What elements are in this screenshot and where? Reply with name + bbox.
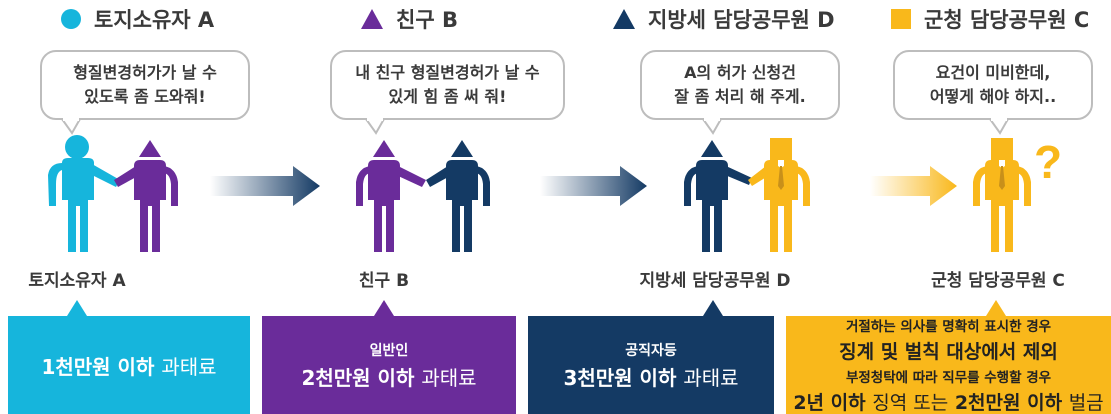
yellow-square-icon bbox=[891, 9, 911, 29]
pointer-d bbox=[703, 300, 723, 316]
bubble-c-line1: 요건이 미비한데, bbox=[935, 63, 1051, 82]
penalty-box-a: 1천만원 이하 과태료 bbox=[8, 316, 250, 414]
person-d-figure-2 bbox=[684, 140, 752, 252]
penalty-c-result1: 징계 및 벌칙 대상에서 제외 bbox=[839, 341, 1058, 363]
penalty-c-mid: 징역 또는 bbox=[872, 392, 949, 414]
person-b-figure bbox=[114, 140, 178, 252]
arrow-1 bbox=[210, 166, 320, 206]
legend-c-label: 군청 담당공무원 C bbox=[924, 8, 1090, 32]
person-c-figure bbox=[748, 138, 810, 252]
bubble-c-line2: 어떻게 해야 하지.. bbox=[929, 87, 1057, 106]
label-d: 지방세 담당공무원 D bbox=[639, 271, 791, 291]
penalty-box-b: 일반인 2천만원 이하 과태료 bbox=[262, 316, 516, 414]
penalty-d-amount: 3천만원 이하 bbox=[563, 365, 677, 390]
penalty-c-result2: 2년 이하 징역 또는 2천만원 이하 벌금 bbox=[793, 388, 1103, 414]
legend-d-label: 지방세 담당공무원 D bbox=[648, 8, 835, 32]
label-a: 토지소유자 A bbox=[28, 271, 126, 291]
penalty-c-type: 벌금 bbox=[1068, 392, 1104, 414]
penalty-d-who: 공직자등 bbox=[625, 342, 677, 359]
cyan-circle-icon bbox=[61, 9, 81, 29]
pointer-b bbox=[374, 300, 394, 316]
purple-triangle-icon bbox=[361, 9, 383, 29]
bubble-b-line1: 내 친구 형질변경허가 날 수 bbox=[355, 63, 540, 82]
bubble-d-line1: A의 허가 신청건 bbox=[684, 63, 796, 82]
penalty-c-amount1: 2년 이하 bbox=[793, 392, 866, 414]
penalty-a-text: 1천만원 이하 과태료 bbox=[41, 351, 216, 380]
bubble-b-line2: 있게 힘 좀 써 줘! bbox=[388, 87, 507, 106]
legend-d: 지방세 담당공무원 D bbox=[612, 6, 835, 32]
penalty-c-amount2: 2천만원 이하 bbox=[954, 392, 1063, 414]
pointer-c bbox=[986, 300, 1006, 316]
penalty-d-type: 과태료 bbox=[683, 365, 739, 390]
navy-triangle-icon bbox=[613, 9, 635, 29]
penalty-d-text: 3천만원 이하 과태료 bbox=[563, 362, 738, 391]
penalty-a-type: 과태료 bbox=[161, 354, 217, 379]
bubble-a-line1: 형질변경허가가 날 수 bbox=[73, 63, 217, 82]
person-c-figure-2 bbox=[973, 138, 1031, 252]
legend-a: 토지소유자 A bbox=[60, 6, 214, 32]
legend-b-label: 친구 B bbox=[396, 8, 458, 32]
penalty-box-c: 거절하는 의사를 명확히 표시한 경우 징계 및 벌칙 대상에서 제외 부정청탁… bbox=[786, 316, 1111, 414]
penalty-b-amount: 2천만원 이하 bbox=[301, 365, 415, 390]
penalty-b-text: 2천만원 이하 과태료 bbox=[301, 362, 476, 391]
label-c: 군청 담당공무원 C bbox=[931, 271, 1065, 291]
arrow-3 bbox=[870, 166, 957, 206]
arrow-2 bbox=[540, 166, 647, 206]
person-b-figure-2 bbox=[356, 140, 426, 252]
label-b: 친구 B bbox=[358, 271, 410, 291]
penalty-box-d: 공직자등 3천만원 이하 과태료 bbox=[528, 316, 774, 414]
question-mark-icon: ? bbox=[1034, 136, 1062, 188]
legend-c: 군청 담당공무원 C bbox=[890, 6, 1089, 32]
bubble-a-line2: 있도록 좀 도와줘! bbox=[84, 87, 206, 106]
bubble-d-line2: 잘 좀 처리 해 주게. bbox=[674, 87, 806, 106]
person-d-figure bbox=[426, 140, 490, 252]
legend-b: 친구 B bbox=[360, 6, 458, 32]
person-a-figure bbox=[48, 135, 120, 252]
legend-a-label: 토지소유자 A bbox=[94, 8, 215, 32]
bubble-tails bbox=[60, 118, 1010, 135]
penalty-a-amount: 1천만원 이하 bbox=[41, 354, 155, 379]
pointer-a bbox=[67, 300, 87, 316]
speech-bubble-c: 요건이 미비한데, 어떻게 해야 하지.. bbox=[893, 50, 1093, 120]
penalty-c-cond1: 거절하는 의사를 명확히 표시한 경우 bbox=[845, 319, 1052, 335]
penalty-b-who: 일반인 bbox=[369, 342, 409, 359]
penalty-b-type: 과태료 bbox=[421, 365, 477, 390]
penalty-c-cond2: 부정청탁에 따라 직무를 수행할 경우 bbox=[845, 370, 1052, 386]
